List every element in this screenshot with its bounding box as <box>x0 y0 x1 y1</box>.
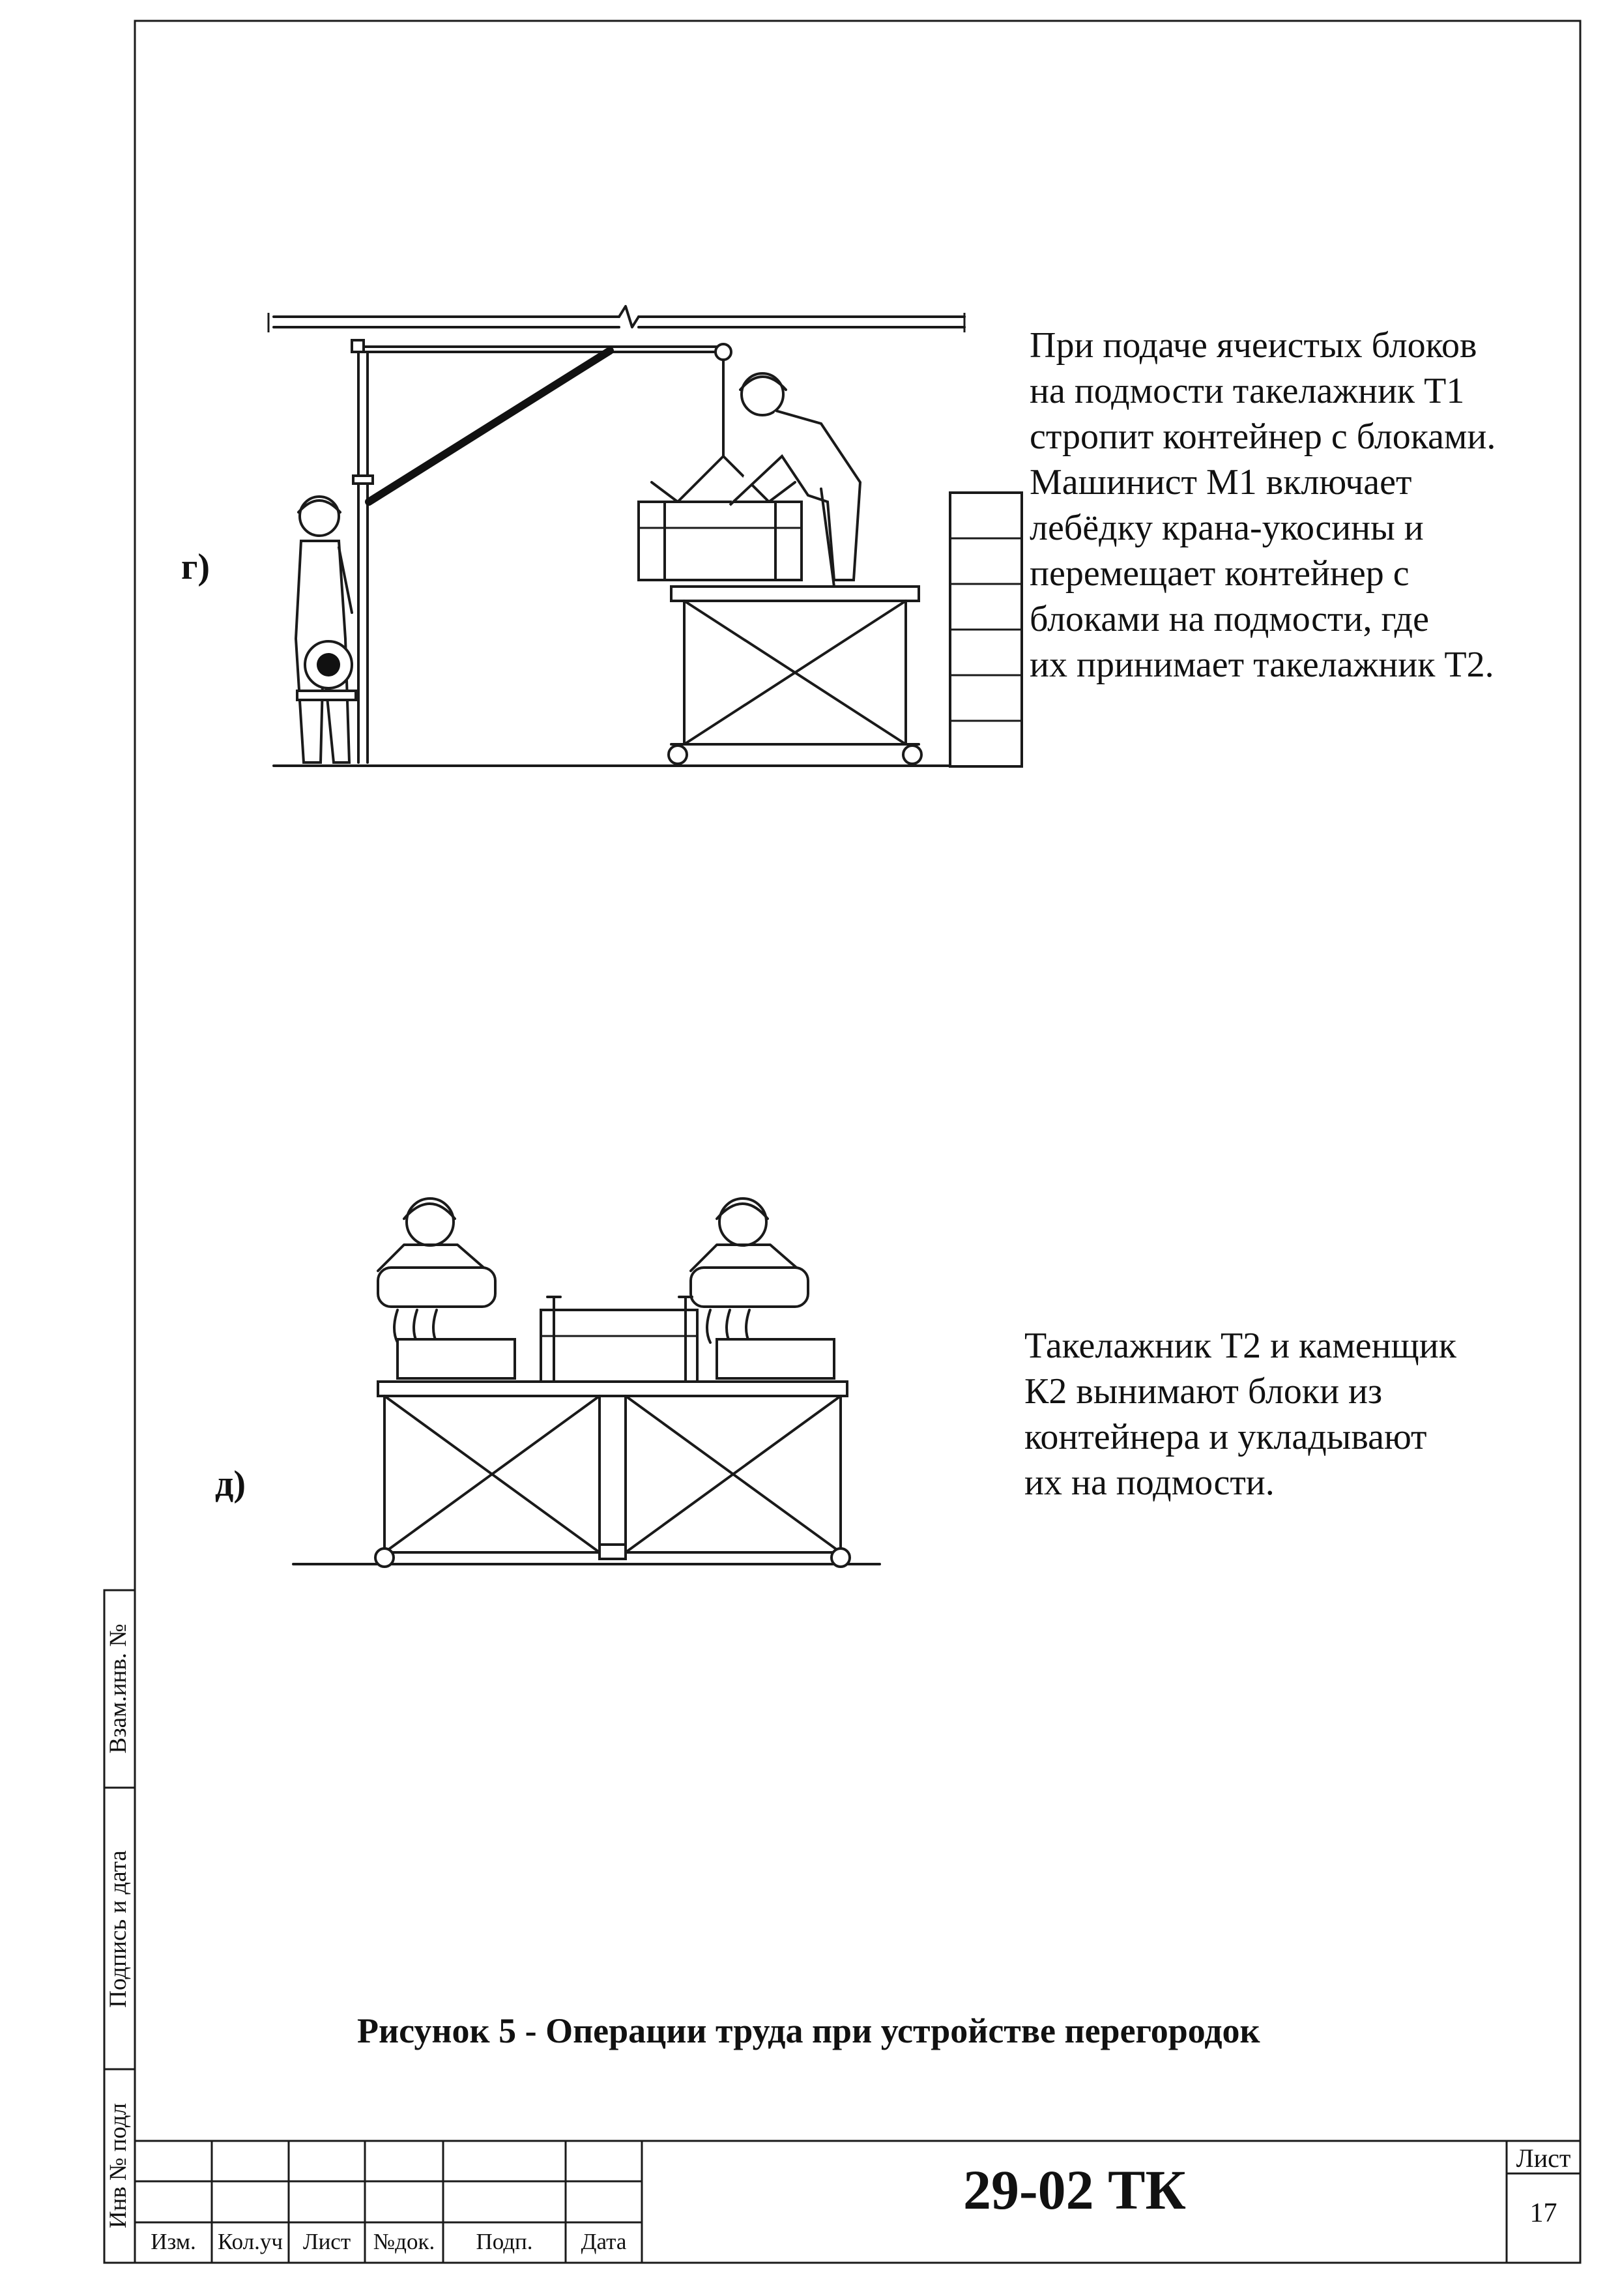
figure-g-label: г) <box>181 547 210 587</box>
title-col-kol-uch: Кол.уч <box>218 2229 283 2254</box>
figure-d-label: д) <box>215 1464 246 1504</box>
title-col-podp: Подп. <box>476 2229 533 2254</box>
title-col-ndok: №док. <box>373 2229 435 2254</box>
title-col-izm: Изм. <box>151 2229 196 2254</box>
figure-d-description: Такелажник Т2 и каменщик К2 вынимают бло… <box>1024 1326 1456 1503</box>
figure-caption: Рисунок 5 - Операции труда при устройств… <box>357 2011 1260 2050</box>
document-number: 29-02 ТК <box>963 2158 1186 2221</box>
title-col-data: Дата <box>581 2229 627 2254</box>
figure-d-illustration <box>292 1197 881 1568</box>
figure-g-illustration <box>267 305 1023 768</box>
sheet-number: 17 <box>1529 2198 1557 2228</box>
title-col-list: Лист <box>302 2229 351 2254</box>
sheet-label: Лист <box>1516 2143 1571 2173</box>
figure-g-description: При подаче ячеистых блоков на подмости т… <box>1030 325 1496 685</box>
